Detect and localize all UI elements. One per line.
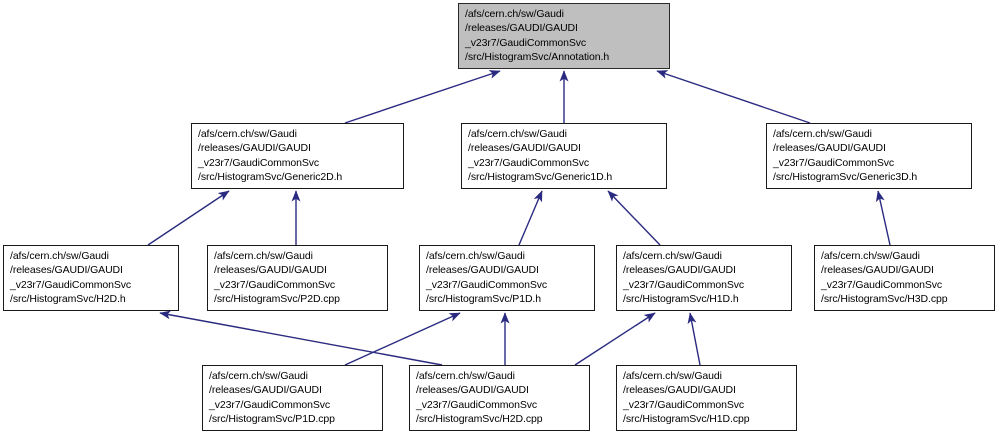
node-generic3d-h[interactable]: /afs/cern.ch/sw/Gaudi /releases/GAUDI/GA… [766, 123, 972, 189]
node-h1d-cpp[interactable]: /afs/cern.ch/sw/Gaudi /releases/GAUDI/GA… [616, 365, 797, 431]
node-generic1d-h[interactable]: /afs/cern.ch/sw/Gaudi /releases/GAUDI/GA… [461, 123, 667, 189]
edge-h1dcpp-to-h1dh [687, 312, 701, 366]
node-p2d-cpp[interactable]: /afs/cern.ch/sw/Gaudi /releases/GAUDI/GA… [207, 245, 388, 311]
node-h1d-h[interactable]: /afs/cern.ch/sw/Gaudi /releases/GAUDI/GA… [616, 245, 792, 311]
node-h2d-cpp[interactable]: /afs/cern.ch/sw/Gaudi /releases/GAUDI/GA… [409, 365, 590, 431]
edge-h3dcpp-to-generic3d [875, 190, 891, 246]
edge-p1dh-to-generic1d [518, 190, 543, 246]
edge-p1dcpp-to-p1dh [344, 312, 461, 366]
node-p1d-cpp[interactable]: /afs/cern.ch/sw/Gaudi /releases/GAUDI/GA… [202, 365, 383, 431]
edge-generic2d-to-annotation [344, 70, 501, 124]
edge-generic3d-to-annotation [656, 70, 811, 124]
node-annotation-h[interactable]: /afs/cern.ch/sw/Gaudi /releases/GAUDI/GA… [458, 3, 670, 69]
node-p1d-h[interactable]: /afs/cern.ch/sw/Gaudi /releases/GAUDI/GA… [419, 245, 595, 311]
node-h2d-h[interactable]: /afs/cern.ch/sw/Gaudi /releases/GAUDI/GA… [3, 245, 179, 311]
edge-h2dh-to-generic2d [147, 190, 230, 246]
node-h3d-cpp[interactable]: /afs/cern.ch/sw/Gaudi /releases/GAUDI/GA… [814, 245, 995, 311]
edge-h2dcpp-to-h1dh [574, 312, 656, 366]
edge-h2dcpp-to-h2dh [159, 310, 443, 366]
edge-h1dh-to-generic1d [607, 190, 661, 246]
node-generic2d-h[interactable]: /afs/cern.ch/sw/Gaudi /releases/GAUDI/GA… [191, 123, 404, 189]
